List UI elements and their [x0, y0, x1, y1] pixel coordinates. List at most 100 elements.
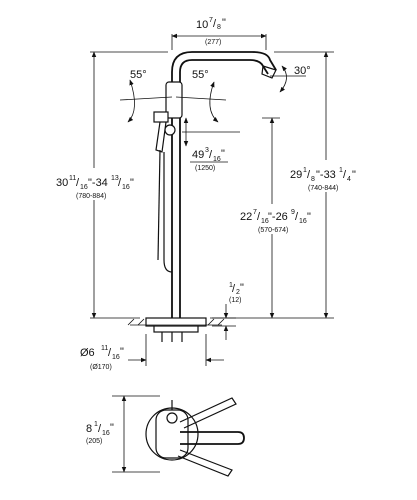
dim-base-diameter: Ø6 11 / 16 " (Ø170) [80, 334, 224, 371]
spout-plan [180, 431, 245, 445]
dim-unit: " [130, 177, 134, 189]
dim-sep: "-34 [88, 177, 108, 189]
handle-knob [164, 124, 176, 136]
dim-label-bg [54, 168, 142, 200]
dim-slash1: / [307, 169, 311, 181]
dim-n2: 13 [111, 175, 119, 182]
dim-num: 1 [94, 421, 98, 428]
base-flange [153, 325, 199, 333]
spout-angle-label: 30° [294, 65, 311, 77]
dim-slash1: / [76, 177, 80, 189]
dim-plan-depth: 8 1 / 16 " (205) [82, 395, 160, 473]
dim-d2: 16 [299, 218, 307, 225]
dim-num: 3 [205, 147, 209, 154]
spout-tip [261, 65, 277, 79]
dim-handle-height: 49 3 / 16 " (1250) [182, 117, 240, 172]
hose-outline [157, 149, 161, 261]
dim-w1: 29 [290, 169, 302, 181]
dim-mm: (780-884) [76, 193, 106, 200]
dim-slash2: / [343, 169, 347, 181]
handle-swing-down [177, 449, 233, 477]
faucet-elevation [127, 51, 277, 342]
handle-mount [153, 111, 169, 123]
dim-total-height: 30 11 / 16 "-34 13 / 16 " (780-884) [54, 51, 168, 319]
handle-swing-up [179, 397, 237, 429]
spout-inner [179, 59, 269, 75]
dim-den: 16 [112, 354, 120, 361]
dim-mm: (570-674) [258, 227, 288, 234]
dim-w1: 22 [240, 211, 252, 223]
dim-unit: " [240, 282, 244, 294]
ext-lines [112, 395, 160, 473]
handle-lever [155, 121, 167, 153]
dim-prefix: Ø6 [80, 347, 95, 359]
floor-hatch [127, 318, 225, 326]
angle-left-arc [127, 79, 135, 123]
dim-spout-height: 29 1 / 8 "-33 1 / 4 " (740-844) [210, 51, 370, 319]
dim-unit: " [222, 17, 226, 29]
dim-label-bg [286, 160, 370, 192]
dim-mm: (205) [86, 438, 102, 445]
dim-unit: " [352, 169, 356, 181]
handle-angles: 55° 55° 30° [119, 65, 311, 123]
dim-n1: 7 [253, 209, 257, 216]
dim-mm: (12) [229, 297, 241, 304]
ext-lines [90, 51, 168, 319]
dim-outlet-height: 22 7 / 16 "-26 9 / 16 " (570-674) [236, 117, 318, 319]
faucet-plan-view [145, 397, 245, 477]
dim-slash: / [98, 423, 102, 435]
dim-d1: 16 [80, 184, 88, 191]
angle-right-ray [175, 96, 227, 101]
dim-unit: " [221, 148, 225, 160]
hose [163, 152, 173, 273]
dim-d1: 8 [311, 176, 315, 183]
dim-mm: (277) [205, 39, 221, 46]
dim-slash: / [213, 18, 217, 30]
dim-slash1: / [257, 211, 261, 223]
dim-unit: " [307, 211, 311, 223]
dim-den: 16 [102, 430, 110, 437]
dim-num: 7 [209, 17, 213, 24]
dim-spout-reach: 10 7 / 8 " (277) [171, 17, 267, 50]
spout-outer [171, 51, 277, 73]
dim-d2: 4 [347, 176, 351, 183]
dim-mm: (740-844) [308, 185, 338, 192]
angle-left-ray [119, 96, 173, 101]
dim-mm: (Ø170) [90, 364, 112, 371]
dim-n2: 9 [291, 209, 295, 216]
dim-slash: / [108, 347, 112, 359]
dim-label-bg [82, 420, 122, 448]
dim-den: 2 [236, 289, 240, 296]
dim-mm: (1250) [195, 165, 215, 172]
hand-shower-plan [166, 412, 178, 424]
dim-slash: / [232, 283, 236, 295]
dim-sep: "-26 [268, 211, 288, 223]
dim-base-offset: 1 / 2 " (12) [212, 282, 244, 340]
dim-unit: " [120, 346, 124, 358]
dim-label-bg [236, 204, 318, 234]
dim-num: 11 [101, 345, 108, 352]
dim-slash: / [209, 149, 213, 161]
spout-angle-arc [279, 65, 287, 93]
mixer-body [165, 81, 183, 119]
dim-num: 1 [229, 282, 233, 289]
dim-n1: 1 [303, 167, 307, 174]
dim-value: 8 [86, 423, 92, 435]
dim-den: 16 [213, 156, 221, 163]
dim-value: 49 [192, 149, 204, 161]
ext-lines [145, 334, 207, 366]
dim-sep: "-33 [316, 169, 336, 181]
dim-n2: 1 [339, 167, 343, 174]
supply-connectors [161, 332, 183, 342]
dim-n1: 11 [69, 175, 76, 182]
dim-den: 8 [217, 24, 221, 31]
dim-slash2: / [295, 211, 299, 223]
dim-d1: 16 [261, 218, 269, 225]
angle-right-label: 55° [192, 69, 209, 81]
dim-slash2: / [118, 177, 122, 189]
dim-value: 10 [196, 19, 208, 31]
dim-unit: " [110, 422, 114, 434]
angle-right-arc [209, 81, 219, 123]
